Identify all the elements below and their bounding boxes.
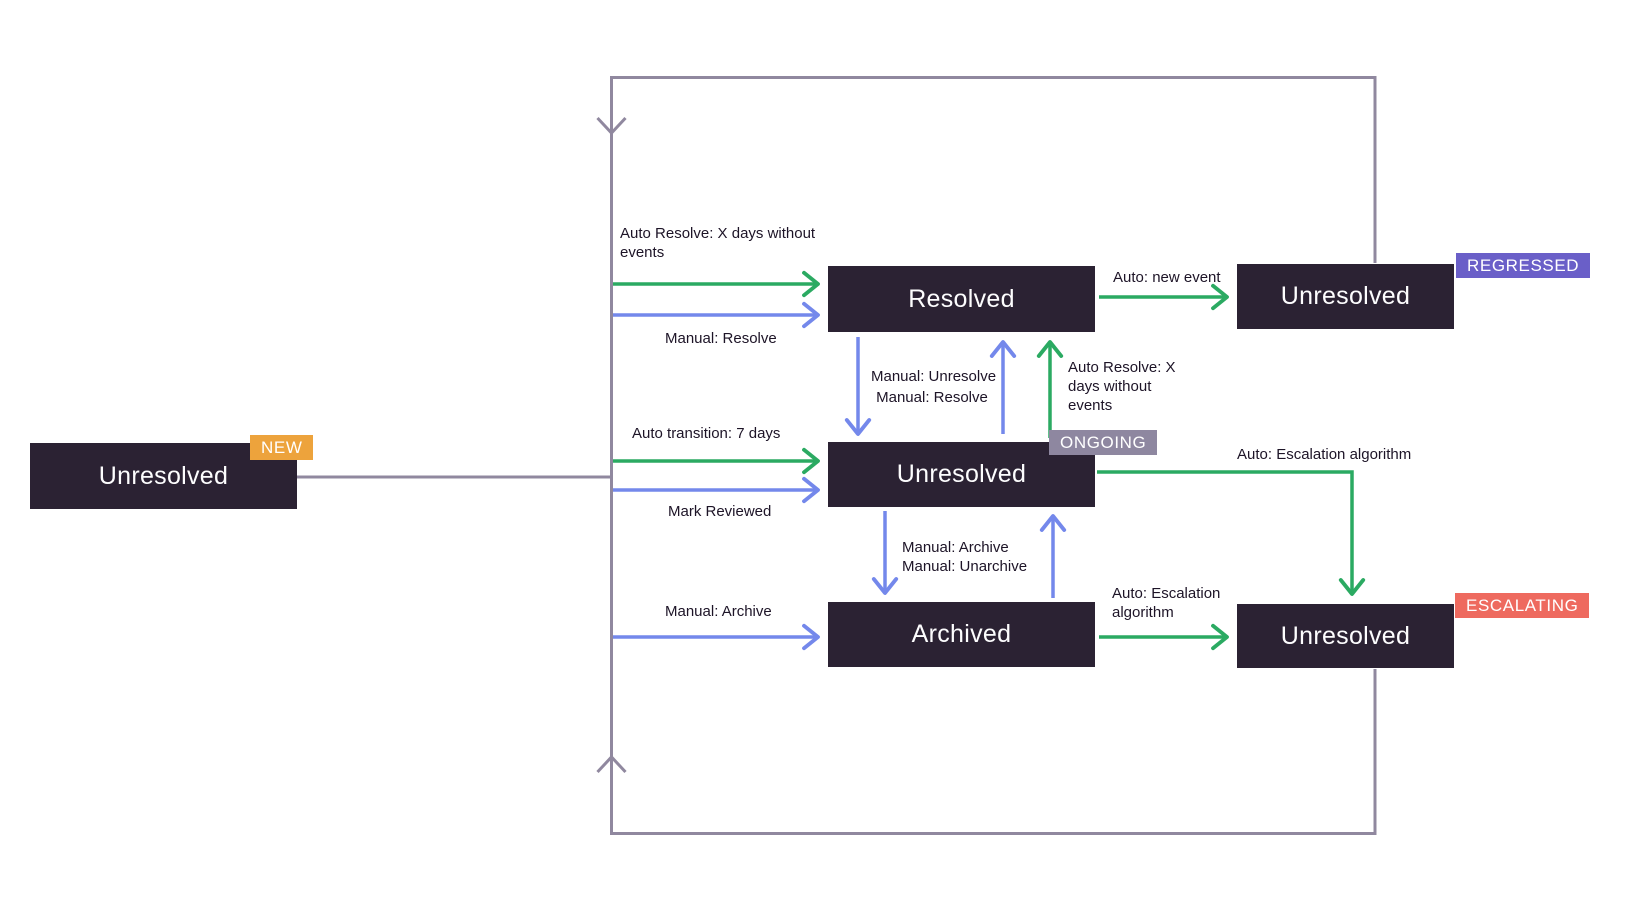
loop-arrow-up-icon	[596, 754, 627, 774]
state-new-label: Unresolved	[98, 461, 229, 490]
transition-label-auto-resolve-ongoing: Auto Resolve: X days without events	[1068, 359, 1176, 414]
arrow-auto-escalation-ongoing	[1097, 470, 1366, 596]
state-ongoing: Unresolved ONGOING	[828, 430, 1158, 507]
transition-label-auto-escalation-archived: Auto: Escalation algorithm	[1112, 585, 1221, 621]
transition-label-auto-transition: Auto transition: 7 days	[632, 425, 781, 442]
badge-ongoing: ONGOING	[1049, 430, 1158, 455]
state-resolved: Resolved	[828, 266, 1095, 332]
state-ongoing-label: Unresolved	[896, 460, 1027, 488]
state-escalating: Unresolved ESCALATING	[1237, 593, 1590, 668]
state-escalating-label: Unresolved	[1280, 621, 1411, 650]
transition-label-auto-escalation-ongoing: Auto: Escalation algorithm	[1237, 446, 1412, 463]
loop-path	[610, 76, 1377, 835]
state-regressed-label: Unresolved	[1280, 282, 1411, 310]
state-archived: Archived	[828, 602, 1095, 667]
transition-label-manual-archive-new: Manual: Archive	[665, 603, 772, 620]
badge-new: NEW	[250, 435, 314, 460]
transition-label-manual-unresolve-resolve: Manual: Unresolve Manual: Resolve	[871, 368, 997, 406]
badge-regressed: REGRESSED	[1456, 253, 1591, 278]
state-regressed: Unresolved REGRESSED	[1237, 253, 1591, 329]
transition-label-manual-archive-unarchive: Manual: Archive Manual: Unarchive	[902, 539, 1028, 575]
transition-label-mark-reviewed: Mark Reviewed	[668, 503, 772, 520]
badge-escalating: ESCALATING	[1455, 593, 1590, 618]
transition-label-manual-resolve-new: Manual: Resolve	[665, 330, 777, 347]
state-resolved-label: Resolved	[908, 284, 1015, 313]
state-archived-label: Archived	[911, 620, 1012, 648]
transition-label-auto-resolve-new: Auto Resolve: X days without events	[620, 225, 816, 261]
transition-label-auto-new-event: Auto: new event	[1113, 269, 1221, 286]
loop-arrow-down-icon	[596, 116, 627, 136]
state-new: Unresolved NEW	[30, 435, 314, 509]
